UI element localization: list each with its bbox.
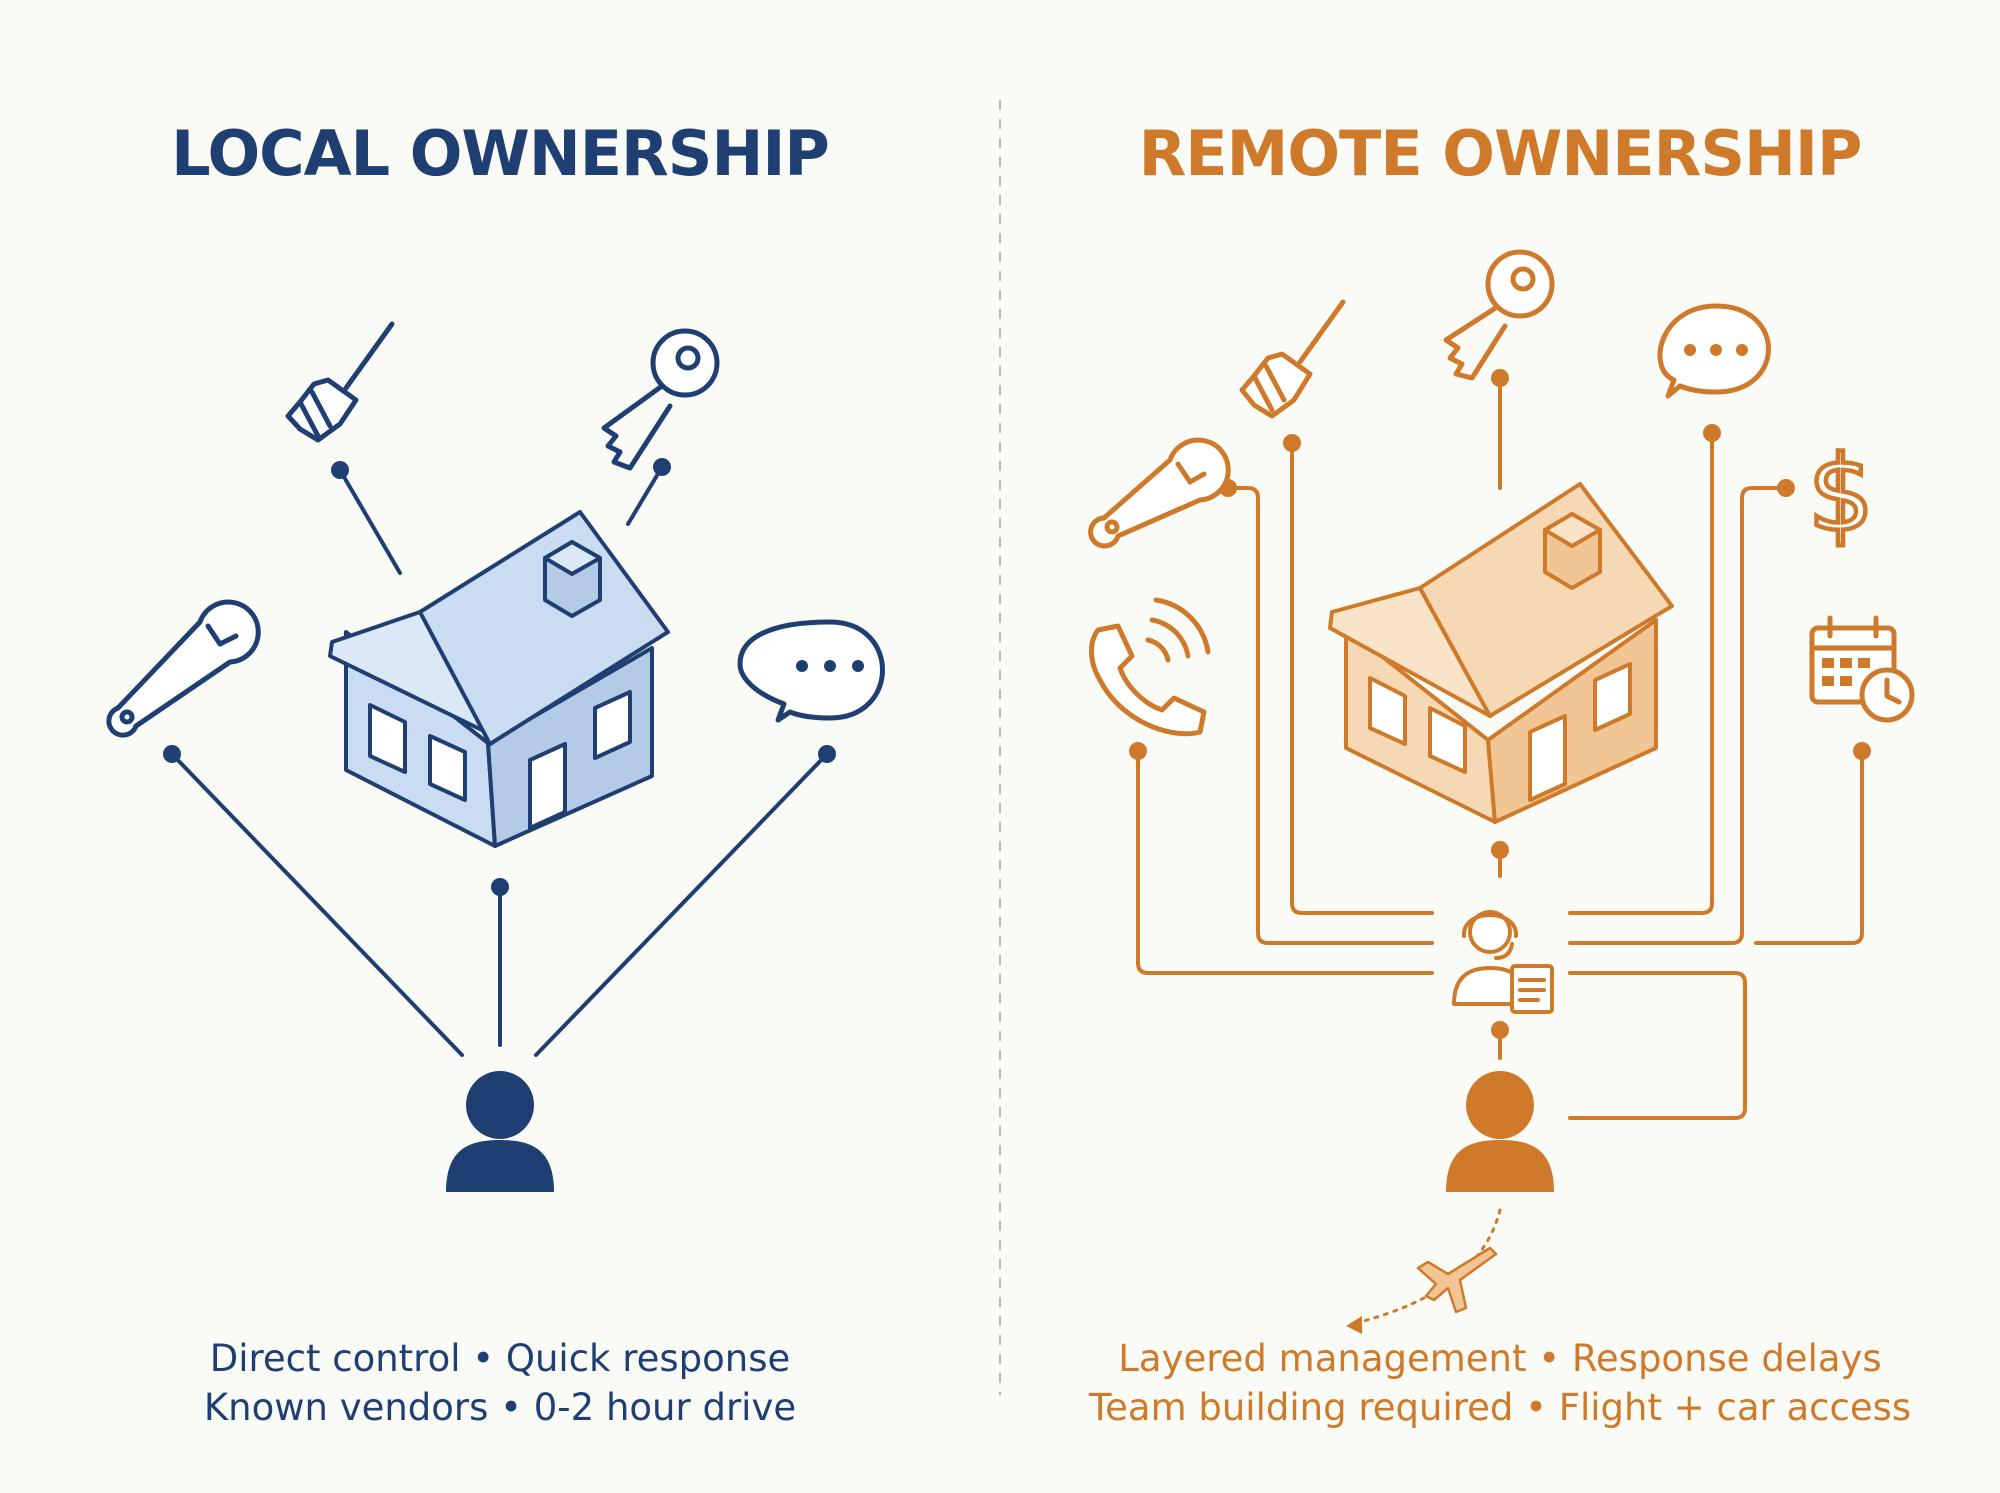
house-bottom-dot (1491, 841, 1509, 859)
broom-connector (1290, 441, 1434, 915)
house-door (528, 742, 567, 830)
dollar-connector (1568, 486, 1788, 945)
local-caption-line1: Direct control • Quick response (210, 1337, 791, 1380)
calendar-connector (1754, 749, 1864, 945)
house-roof (418, 510, 670, 746)
house-window-left-2 (1428, 706, 1467, 774)
wrench-dot (163, 745, 181, 763)
house-window-left-1 (1368, 676, 1407, 746)
local-connector-dots (163, 458, 836, 896)
dollar-dot (1777, 479, 1795, 497)
house-window-right (593, 690, 632, 760)
broom-dot (331, 461, 349, 479)
house-roof (1418, 482, 1674, 718)
broom-connector (338, 468, 402, 575)
key-icon (1443, 249, 1555, 381)
owner-person-icon (446, 1071, 554, 1192)
phone-dot (1129, 742, 1147, 760)
broom-icon (1239, 299, 1346, 419)
chat-connector (1568, 431, 1714, 915)
key-connector (626, 465, 664, 526)
house-icon (328, 510, 670, 848)
calendar-clock-icon (1809, 615, 1915, 723)
house-window-right (1593, 662, 1632, 732)
remote-panel: REMOTE OWNERSHIP (1088, 117, 1915, 1429)
wrench-icon (1088, 437, 1231, 549)
house-door (1528, 714, 1567, 802)
local-caption-line2: Known vendors • 0-2 hour drive (204, 1386, 796, 1429)
remote-caption-line2: Team building required • Flight + car ac… (1088, 1386, 1911, 1429)
chat-bubble-icon (737, 619, 885, 723)
chat-connector (534, 752, 829, 1057)
calendar-dot (1853, 742, 1871, 760)
team-connector (1568, 971, 1747, 1120)
local-panel: LOCAL OWNERSHIP (106, 117, 885, 1429)
chat-bubble-icon (1657, 303, 1771, 399)
remote-connector-dots (1129, 369, 1871, 1039)
chat-dot (818, 745, 836, 763)
wrench-connector (170, 752, 464, 1057)
house-chimney-top (543, 540, 602, 576)
chat-dot (1703, 424, 1721, 442)
property-manager-icon (1452, 910, 1554, 1014)
key-dot (653, 458, 671, 476)
airplane-icon (1416, 1246, 1498, 1314)
phone-connector (1136, 749, 1434, 975)
remote-connectors (1136, 376, 1864, 1120)
travel-arrowhead (1346, 1316, 1362, 1334)
house-window-left-1 (368, 703, 407, 774)
key-dot (1491, 369, 1509, 387)
house-icon (1328, 482, 1674, 824)
owner-person-icon (1446, 1071, 1554, 1192)
owner-top-dot (1491, 1021, 1509, 1039)
remote-caption-line1: Layered management • Response delays (1118, 1337, 1881, 1380)
dollar-icon: $ (1808, 433, 1874, 555)
broom-icon (285, 321, 395, 443)
remote-title: REMOTE OWNERSHIP (1139, 117, 1862, 190)
house-chimney-top (1543, 512, 1602, 548)
wrench-connector (1226, 486, 1434, 945)
local-connectors (170, 465, 829, 1057)
owner-top-dot (491, 878, 509, 896)
wrench-icon (106, 599, 261, 738)
phone-icon (1089, 597, 1211, 737)
broom-dot (1283, 434, 1301, 452)
local-title: LOCAL OWNERSHIP (171, 117, 829, 190)
key-icon (601, 328, 720, 471)
house-window-left-2 (428, 734, 467, 802)
